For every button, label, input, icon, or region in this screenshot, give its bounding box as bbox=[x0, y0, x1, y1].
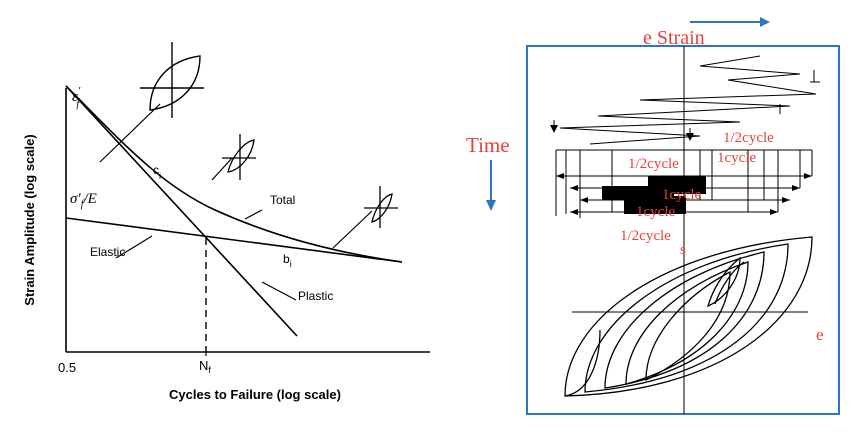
elastic-line bbox=[65, 217, 403, 263]
one-cycle-label-1: 1cycle bbox=[717, 150, 756, 166]
blue-frame bbox=[526, 45, 840, 415]
plastic-label: Plastic bbox=[298, 289, 333, 303]
plastic-line bbox=[65, 85, 298, 337]
strain-title: e Strain bbox=[643, 27, 705, 49]
large-loop-icon bbox=[140, 42, 204, 118]
fatigue-strength-label: σ′f/E bbox=[70, 191, 97, 210]
one-cycle-label-3: 1cycle bbox=[636, 204, 675, 220]
strain-axis-label: e bbox=[816, 325, 824, 344]
hysteresis-loops bbox=[564, 236, 813, 397]
x-origin-tick: 0.5 bbox=[58, 360, 76, 375]
cycle-block-lower bbox=[624, 196, 686, 214]
b-label: bi bbox=[283, 252, 292, 269]
c-label: ci bbox=[153, 163, 161, 181]
medium-loop-icon bbox=[222, 134, 256, 180]
stress-axis-label: s bbox=[680, 242, 686, 258]
strain-time-history bbox=[559, 55, 817, 145]
strain-life-diagram: Strain Amplitude (log scale) Cycles to F… bbox=[22, 42, 430, 402]
total-curve bbox=[65, 85, 403, 263]
total-label: Total bbox=[270, 193, 295, 207]
small-loop-icon bbox=[364, 186, 398, 228]
fatigue-ductility-label: ε′f bbox=[72, 85, 81, 110]
one-cycle-label-2: 1cycle bbox=[662, 187, 701, 203]
cycle-counting-diagram: e Strain Time bbox=[466, 17, 840, 415]
half-cycle-label-3: 1/2cycle bbox=[620, 228, 671, 244]
x-marker-tick: Nf bbox=[199, 358, 211, 375]
x-axis-title: Cycles to Failure (log scale) bbox=[169, 387, 341, 402]
time-label: Time bbox=[466, 133, 510, 157]
half-cycle-label-2: 1/2cycle bbox=[628, 156, 679, 172]
half-cycle-label-1: 1/2cycle bbox=[723, 130, 774, 146]
y-axis-title: Strain Amplitude (log scale) bbox=[22, 134, 37, 305]
elastic-label: Elastic bbox=[90, 245, 125, 259]
